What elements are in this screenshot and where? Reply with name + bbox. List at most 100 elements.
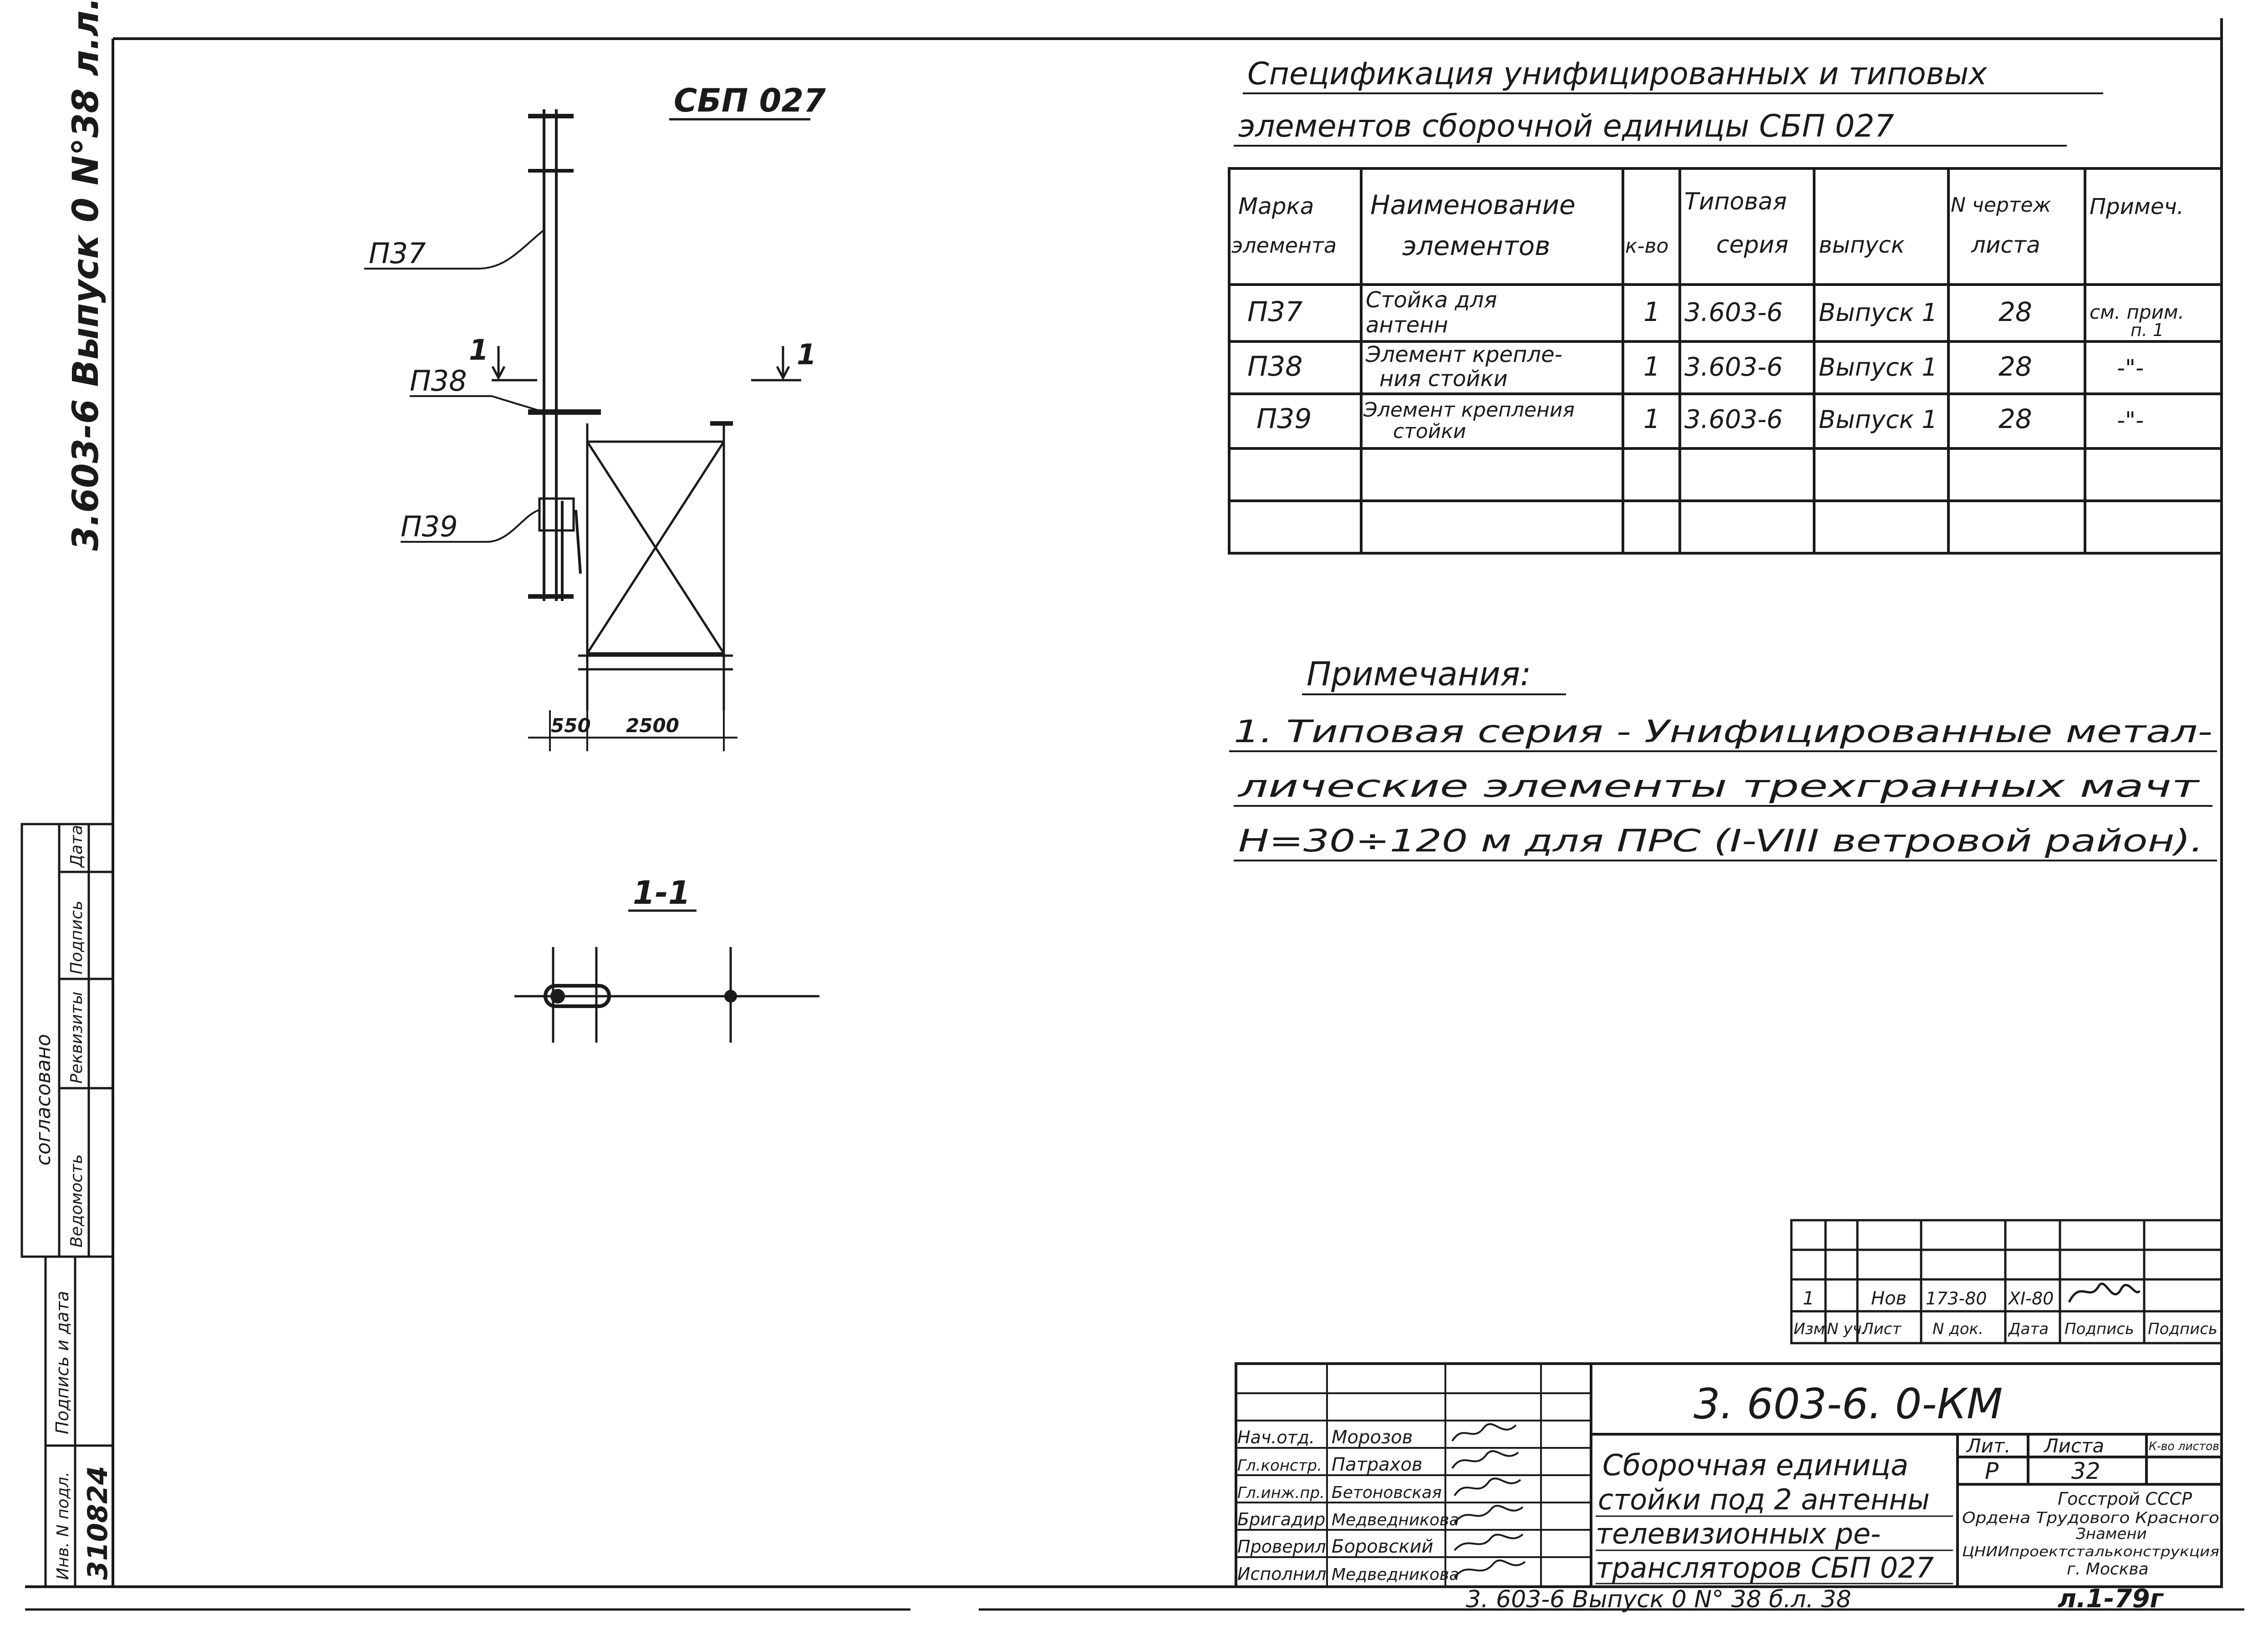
row-series: 3.603-6 [1684, 405, 1783, 434]
footer-text: 3. 603-6 Выпуск 0 N° 38 б.л. 38 [1466, 1586, 1851, 1613]
rev-header-7: Подпись [2148, 1320, 2217, 1338]
rev-value-4: 173-80 [1926, 1289, 1987, 1309]
name-1: Морозов [1332, 1427, 1413, 1448]
row-issue: Выпуск 1 [1819, 298, 1937, 327]
dim-offset: 550 [551, 714, 591, 737]
role-1: Нач.отд. [1237, 1427, 1315, 1447]
antenna-mast [528, 109, 601, 601]
row-qty: 1 [1643, 403, 1660, 434]
row-mark: П39 [1256, 403, 1312, 435]
left-margin: 3.603-6 Выпуск 0 N°38 л.л.3 согласовано … [20, 0, 114, 1588]
hdr-mark-2: элемента [1231, 233, 1337, 258]
row-name-2: стойки [1393, 420, 1466, 443]
rev-header-6: Подпись [2065, 1320, 2134, 1338]
org-line-2: Ордена Трудового Красного [1962, 1509, 2219, 1527]
hdr-issue: выпуск [1819, 232, 1905, 258]
footer-right: л.1-79г [2058, 1584, 2164, 1614]
table-row: П37 Стойка для антенн 1 3.603-6 Выпуск 1… [1247, 287, 2184, 340]
spec-title: Спецификация унифицированных и типовых э… [1234, 56, 2103, 147]
role-6: Исполнил [1237, 1564, 1327, 1584]
spec-table: Марка элемента Наименование элементов к-… [1228, 167, 2223, 555]
org-line-5: г. Москва [2067, 1560, 2149, 1579]
assembly-title: СБП 027 [674, 82, 826, 119]
leader-lines [364, 229, 545, 543]
inv-label: Инв. N подл. [54, 1472, 72, 1580]
rev-value-3: Нов [1871, 1288, 1907, 1309]
row-mark: П37 [1247, 296, 1302, 328]
name-5: Боровский [1332, 1536, 1434, 1557]
agreement-box [20, 823, 114, 1258]
table-row: П39 Элемент крепления стойки 1 3.603-6 В… [1256, 398, 2144, 443]
agreed-col-1: Ведомость [67, 1154, 86, 1248]
agreed-col-4: Дата [67, 825, 86, 868]
name-2: Патрахов [1332, 1454, 1423, 1475]
row-name-1: Стойка для [1366, 287, 1497, 313]
sheet-value: 32 [2071, 1458, 2100, 1484]
section-title: 1-1 [633, 874, 690, 912]
rev-header-1: Изм [1794, 1320, 1825, 1338]
rev-signature [2068, 1283, 2141, 1303]
title-block: Нач.отд. Морозов Гл.констр. Патрахов Гл.… [1235, 1362, 2223, 1588]
org-line-3: Знамени [2076, 1525, 2147, 1543]
sheets-label: К-во листов [2149, 1440, 2219, 1453]
row-note-1: -"- [2117, 355, 2144, 381]
notes-heading: Примечания: [1307, 655, 1531, 693]
hdr-mark-1: Марка [1238, 193, 1314, 219]
section-mark-right: 1 [797, 338, 816, 371]
spec-title-line1: Спецификация унифицированных и типовых [1247, 56, 1987, 92]
row-sheet: 28 [1998, 351, 2032, 382]
row-series: 3.603-6 [1684, 352, 1783, 382]
mark-p37: П37 [369, 237, 426, 270]
rev-value-1: 1 [1803, 1288, 1814, 1309]
hdr-sheet-1: N чертеж [1951, 194, 2051, 217]
lit-label: Лит. [1966, 1435, 2011, 1457]
row-note-2: п. 1 [2131, 320, 2164, 340]
row-issue: Выпуск 1 [1819, 353, 1937, 382]
row-name-1: Элемент крепления [1363, 398, 1575, 422]
spec-title-line2: элементов сборочной единицы СБП 027 [1238, 108, 1894, 144]
table-row: П38 Элемент крепле- ния стойки 1 3.603-6… [1247, 342, 2144, 392]
section-markers [491, 346, 801, 382]
hdr-series-1: Типовая [1684, 188, 1787, 215]
section-view: 1-1 [514, 874, 819, 1043]
hdr-note: Примеч. [2090, 194, 2184, 219]
hdr-qty: к-во [1625, 234, 1668, 258]
role-4: Бригадир [1237, 1509, 1325, 1529]
row-name-1: Элемент крепле- [1365, 342, 1562, 367]
notes-line2: лические элементы трехгранных мачт [1237, 769, 2201, 805]
vertical-doc-code: 3.603-6 Выпуск 0 N°38 л.л.3 [66, 0, 107, 551]
row-sheet: 28 [1998, 403, 2032, 434]
notes-line1: 1. Типовая серия - Унифицированные метал… [1234, 714, 2212, 750]
desc-line-1: Сборочная единица [1602, 1449, 1908, 1482]
row-mark: П38 [1247, 351, 1302, 382]
dimension-lines [528, 710, 737, 751]
row-name-2: антенн [1366, 312, 1448, 338]
rev-header-5: Дата [2008, 1320, 2049, 1338]
tower-panel [578, 421, 733, 710]
hdr-series-2: серия [1716, 231, 1789, 259]
mark-p38: П38 [410, 364, 467, 397]
org-line-4: ЦНИИпроектстальконструкция [1962, 1544, 2219, 1560]
row-note-1: см. прим. [2090, 301, 2184, 323]
revision-table: 1 Нов 173-80 XI-80 Изм N уч. Лист N док.… [1790, 1219, 2223, 1345]
rev-header-4: N док. [1932, 1320, 1983, 1338]
elevation-drawing: СБП 027 П37 П3 [364, 82, 826, 751]
desc-line-3: телевизионных ре- [1596, 1517, 1881, 1550]
sign-date-label: Подпись и дата [52, 1291, 72, 1434]
row-sheet: 28 [1998, 296, 2032, 327]
inv-number: 310824 [82, 1466, 114, 1580]
inventory-box [44, 1255, 114, 1588]
row-qty: 1 [1643, 296, 1660, 327]
row-series: 3.603-6 [1684, 298, 1783, 327]
role-2: Гл.констр. [1237, 1457, 1322, 1475]
rev-header-2: N уч. [1827, 1320, 1866, 1338]
desc-line-2: стойки под 2 антенны [1598, 1483, 1930, 1516]
agreed-col-2: Реквизиты [67, 992, 86, 1084]
row-qty: 1 [1643, 351, 1660, 382]
desc-line-4: трансляторов СБП 027 [1596, 1551, 1934, 1584]
name-6: Медведникова [1332, 1565, 1459, 1584]
notes-line3: Н=30÷120 м для ПРС (I-VIII ветровой райо… [1238, 823, 2203, 859]
org-line-1: Госстрой СССР [2058, 1489, 2192, 1509]
